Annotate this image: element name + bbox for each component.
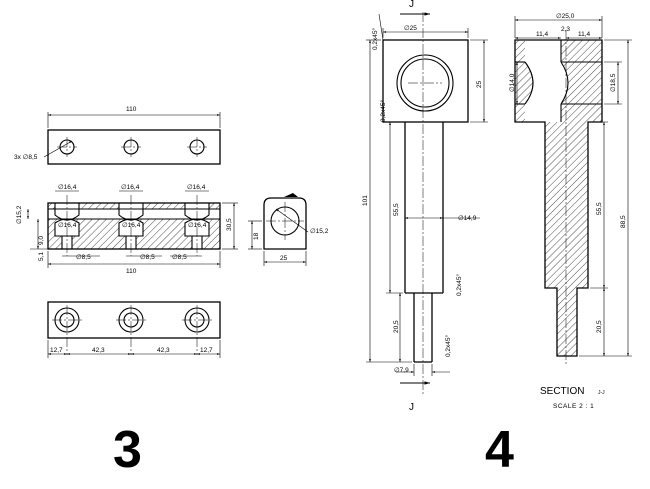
fig4-sec-tip-length: 20,5 <box>596 320 603 333</box>
fig3-height-left-1: 9,0 <box>38 236 45 245</box>
fig3-hole-dia-3: ∅8,5 <box>172 254 187 261</box>
fig3-cb-dia-2: ∅16,4 <box>121 184 140 191</box>
fig4-sec-head-dia: ∅25,0 <box>556 13 575 20</box>
fig3-end-width: 25 <box>280 255 288 262</box>
fig3-front-section: ∅16,4 ∅16,4 ∅16,4 ∅16,4 ∅16,4 ∅16,4 ∅15,… <box>16 184 238 275</box>
fig4-overall-length: 101 <box>362 195 369 206</box>
fig3-pitch-right: 12,7 <box>200 347 213 354</box>
fig3-top-width: 110 <box>126 106 137 113</box>
figure-4-number: 4 <box>485 421 514 479</box>
fig4-chamfer-tip: 0,2x45° <box>444 334 452 357</box>
fig3-height-right: 30,5 <box>226 218 233 231</box>
fig4-cut-label-top: J <box>409 0 414 10</box>
fig3-end-view: ∅15,2 18 25 <box>248 193 329 266</box>
fig4-shank-dia: ∅14,9 <box>458 215 477 222</box>
fig4-sec-right: 11,4 <box>578 31 591 38</box>
fig3-section-width: 110 <box>126 268 137 275</box>
fig4-sec-shank-length: 55,5 <box>596 202 603 215</box>
fig4-section-title: SECTION <box>540 386 584 397</box>
fig4-section-scale: SCALE 2 : 1 <box>553 403 594 410</box>
fig4-sec-gap: 2,3 <box>561 26 570 33</box>
fig3-cb-dia-lower-2: ∅16,4 <box>122 222 141 229</box>
fig4-cut-label-bottom: J <box>409 402 414 413</box>
fig3-height-left-2: 5,1 <box>38 252 45 261</box>
fig3-hole-dia-2: ∅8,5 <box>140 254 155 261</box>
fig3-cb-dia-3: ∅16,4 <box>187 184 206 191</box>
fig3-hole-dia-1: ∅8,5 <box>76 254 91 261</box>
fig3-cb-dia-lower-1: ∅16,4 <box>58 222 77 229</box>
fig4-head-height: 25 <box>476 80 483 88</box>
fig4-chamfer-top: 0,2x45° <box>371 27 379 50</box>
fig3-pitch-left: 12,7 <box>50 347 63 354</box>
fig4-side-view: J 0,2x45° 0,2x45° 0,2x45° 0,2x45° ∅25 <box>362 0 488 413</box>
fig4-head-width: ∅25 <box>404 25 417 32</box>
fig3-pitch-1: 42,3 <box>92 347 105 354</box>
fig3-end-height: 18 <box>253 232 260 240</box>
fig3-bottom-view: 12,7 42,3 42,3 12,7 <box>47 301 221 358</box>
fig4-sec-bore-right: ∅18,5 <box>610 73 617 92</box>
fig3-bore-dia-left: ∅15,2 <box>16 205 23 224</box>
fig4-sec-left: 11,4 <box>536 31 549 38</box>
fig3-end-bore: ∅15,2 <box>310 228 329 235</box>
fig3-pitch-2: 42,3 <box>157 347 170 354</box>
fig4-tip-dia: ∅7,9 <box>394 367 409 374</box>
figure-3-number: 3 <box>113 421 142 479</box>
fig4-chamfer-mid: 0,2x45° <box>379 99 387 122</box>
fig4-shank-length: 55,5 <box>393 203 400 216</box>
fig3-top-view: 110 3x ∅8,5 <box>14 106 221 165</box>
fig4-sec-overall: 88,5 <box>620 215 627 228</box>
figure-3: 110 3x ∅8,5 <box>14 106 329 479</box>
fig4-chamfer-step: 0,2x45° <box>455 273 463 296</box>
fig4-sec-bore-left: ∅14,0 <box>509 73 516 92</box>
fig4-section-jj: ∅25,0 2,3 11,4 11,4 ∅14,0 ∅18,5 55,5 88,… <box>509 13 632 410</box>
fig4-tip-length: 20,5 <box>393 320 400 333</box>
fig3-cb-dia-1: ∅16,4 <box>58 184 77 191</box>
fig3-cb-dia-lower-3: ∅16,4 <box>188 222 207 229</box>
fig3-hole-callout: 3x ∅8,5 <box>14 154 38 161</box>
fig4-section-id: J-J <box>598 390 605 396</box>
figure-4: J 0,2x45° 0,2x45° 0,2x45° 0,2x45° ∅25 <box>362 0 632 479</box>
